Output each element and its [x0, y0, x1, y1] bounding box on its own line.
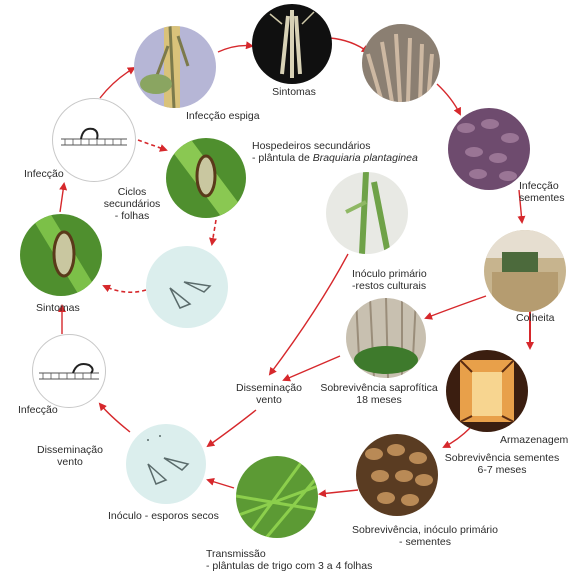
infected-seeds-image: [448, 108, 530, 190]
stored-seeds-image: [356, 434, 438, 516]
dashed-arrow-infection-to-lesion: [137, 139, 168, 152]
harvest-image: [484, 230, 566, 312]
hospedeiros-line-2: - plântula de Braquiaria plantaginea: [252, 152, 418, 164]
arrow-seedsurv-to-seedling: [318, 489, 359, 498]
crop-debris-image: [346, 298, 426, 378]
label-inoculo-primario: Inóculo primário -restos culturais: [352, 268, 427, 292]
label-colheita: Colheita: [516, 312, 555, 324]
label-armazenagem: Armazenagem: [500, 434, 569, 446]
inoculo-primario-line-1: Inóculo primário: [352, 268, 427, 280]
arrow-harvest-to-saprophytic: [424, 295, 487, 320]
dry-spores-image: [126, 424, 206, 504]
arrow-spores-to-infection: [98, 402, 131, 433]
dashed-arrow-spores-to-leaf: [102, 284, 147, 294]
transmissao-line-1: Transmissão: [206, 548, 266, 560]
label-sintomas-top: Sintomas: [272, 86, 316, 98]
arrow-symptoms-to-field: [329, 37, 370, 54]
saprofitica-line-1: Sobrevivência saprofítica: [320, 382, 438, 394]
hospedeiros-species: Braquiaria plantaginea: [312, 152, 418, 164]
infection-diagram-lower: [32, 334, 106, 408]
arrow-infection-to-spike: [99, 66, 136, 99]
label-ciclos-secundarios: Ciclos secundários - folhas: [100, 186, 164, 222]
label-sobrevivencia-saprofitica: Sobrevivência saprofítica 18 meses: [314, 382, 444, 406]
infection-diagram-upper: [52, 98, 136, 182]
wheat-seedlings-image: [236, 456, 318, 538]
label-infeccao-upper: Infecção: [24, 168, 64, 180]
ciclos-line-1: Ciclos: [117, 186, 147, 198]
secondary-lesion-image: [166, 138, 246, 218]
arrow-wind-to-spores: [206, 409, 257, 448]
label-disseminacao-left: Disseminação vento: [28, 444, 112, 468]
hospedeiros-prefix: - plântula de: [252, 152, 313, 164]
saprofitica-line-2: 18 meses: [356, 394, 402, 406]
leaf-symptoms-image: [20, 214, 102, 296]
label-hospedeiros-secundarios: Hospedeiros secundários - plântula de Br…: [252, 140, 418, 164]
sobrevivencia-inoculo-line-1: Sobrevivência, inóculo primário: [352, 524, 498, 536]
label-transmissao: Transmissão - plântulas de trigo com 3 a…: [206, 548, 372, 572]
label-sobrevivencia-sementes: Sobrevivência sementes 6-7 meses: [436, 452, 568, 476]
field-ears-image: [362, 24, 440, 102]
arrow-storage-to-seeds: [442, 427, 471, 448]
inoculo-primario-line-2: -restos culturais: [352, 280, 427, 292]
label-sobrevivencia-inoculo: Sobrevivência, inóculo primário - sement…: [344, 524, 506, 548]
arrow-saprophytic-to-wind: [282, 355, 341, 382]
hospedeiros-line-1: Hospedeiros secundários: [252, 140, 371, 152]
braquiaria-host-image: [326, 172, 408, 254]
label-infeccao-lower: Infecção: [18, 404, 58, 416]
label-sintomas-left: Sintomas: [36, 302, 80, 314]
ciclos-line-2: secundários: [103, 198, 161, 210]
arrow-symptoms-to-infection: [59, 182, 68, 213]
sobrevivencia-sementes-line-1: Sobrevivência sementes: [444, 452, 560, 464]
arrow-spike-to-symptoms: [217, 41, 254, 53]
secondary-spores-image: [146, 246, 228, 328]
sobrevivencia-sementes-line-2: 6-7 meses: [477, 464, 527, 476]
wheat-head-infection-image: [134, 26, 216, 108]
sobrevivencia-inoculo-line-2: - sementes: [399, 536, 451, 548]
transmissao-line-2: - plântulas de trigo com 3 a 4 folhas: [206, 560, 373, 572]
wheat-ear-symptoms-image: [252, 4, 332, 84]
label-infeccao-espiga: Infecção espiga: [186, 110, 260, 122]
arrow-seedling-to-spores: [206, 477, 235, 489]
label-disseminacao-center: Disseminação vento: [228, 382, 310, 406]
ciclos-line-3: - folhas: [114, 210, 150, 222]
arrow-field-to-seeds: [436, 83, 461, 116]
label-infeccao-sementes: Infecção sementes: [519, 180, 565, 204]
disseminacao-center-line-2: vento: [256, 394, 282, 406]
infeccao-sementes-line-2: sementes: [519, 192, 565, 204]
label-inoculo-esporos: Inóculo - esporos secos: [108, 510, 219, 522]
infeccao-sementes-line-1: Infecção: [519, 180, 559, 192]
disseminacao-left-line-2: vento: [57, 456, 83, 468]
disseminacao-center-line-1: Disseminação: [236, 382, 302, 394]
arrow-debris-to-wind: [268, 253, 349, 376]
disseminacao-left-line-1: Disseminação: [37, 444, 103, 456]
dashed-arrow-lesion-to-spores: [209, 219, 217, 246]
arrow-seeds-to-harvest: [517, 189, 526, 224]
storage-warehouse-image: [446, 350, 528, 432]
